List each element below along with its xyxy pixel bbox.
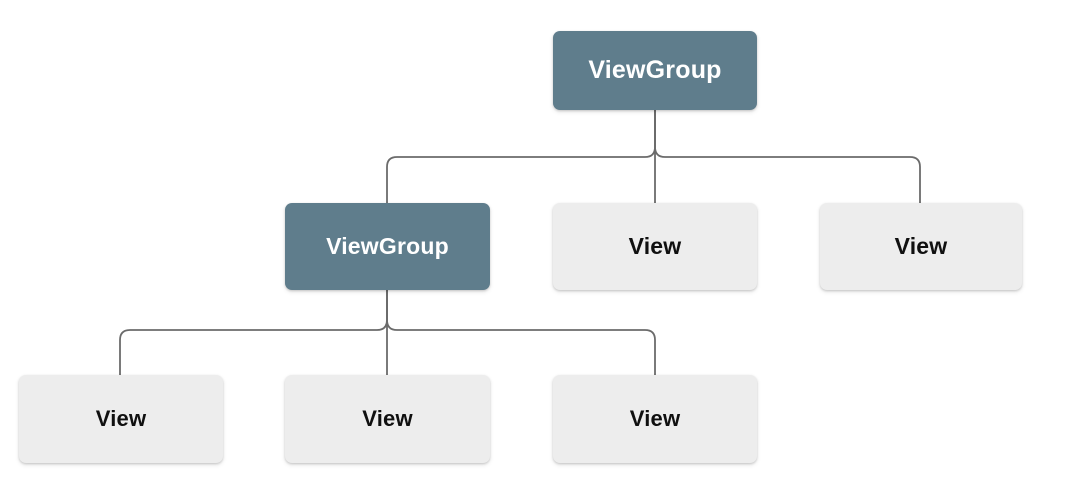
node-label: View [362,406,413,431]
node-view-r2c3[interactable]: View [820,203,1022,290]
connector-r2c1-to-r3c1 [119,290,388,375]
node-viewgroup-root[interactable]: ViewGroup [553,31,757,110]
node-viewgroup-r2c1[interactable]: ViewGroup [285,203,490,290]
connector-r2c1-to-r3c3 [386,290,656,375]
node-label: ViewGroup [326,233,449,259]
node-view-r3c1[interactable]: View [19,375,223,463]
node-label: View [628,233,682,259]
node-view-r3c2[interactable]: View [285,375,490,463]
node-label: View [894,233,948,259]
node-label: ViewGroup [588,56,722,84]
connector-root-to-r2c3 [654,110,921,203]
node-label: View [95,406,147,431]
node-label: View [629,406,681,431]
node-view-r2c2[interactable]: View [553,203,757,290]
connector-root-to-r2c1 [386,110,656,203]
node-view-r3c3[interactable]: View [553,375,757,463]
